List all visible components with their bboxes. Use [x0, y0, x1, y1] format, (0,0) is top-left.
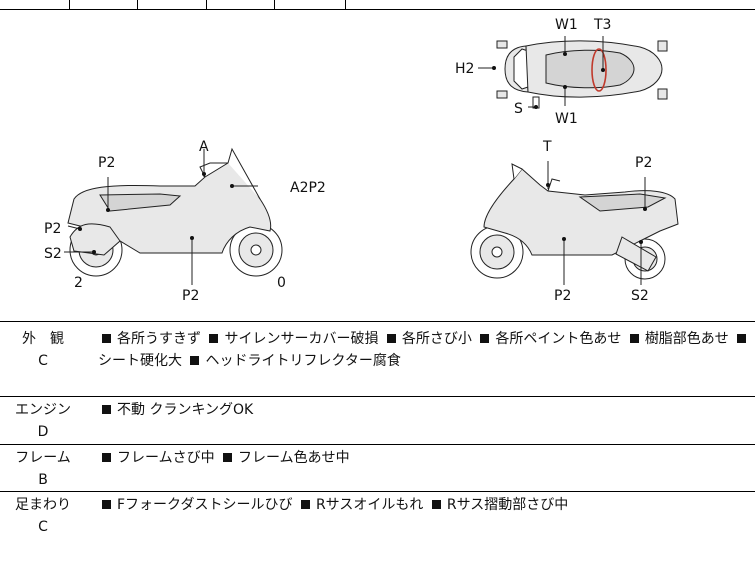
right-label-p2-bottom: P2 — [554, 288, 571, 304]
bullet-square-icon — [386, 334, 396, 343]
right-view-leaders — [563, 177, 646, 285]
muffler-left — [69, 223, 121, 256]
section-items: 各所うすきず サイレンサーカバー破損 各所さび小 各所ペイント色あせ 樹脂部色あ… — [98, 328, 750, 372]
header-cell — [138, 0, 207, 9]
bullet-square-icon — [629, 334, 639, 343]
section-category: 外 観 C — [0, 322, 86, 372]
seat-top — [545, 49, 635, 89]
left-label-a2p2: A2P2 — [290, 180, 326, 196]
section-items: 不動 クランキングOK — [98, 399, 750, 421]
category-grade: B — [38, 472, 48, 488]
section-items: Fフォークダストシールひび Rサスオイルもれ Rサス摺動部さび中 — [98, 494, 750, 516]
windshield-right — [511, 163, 523, 180]
category-grade: C — [38, 353, 48, 369]
bullet-square-icon — [102, 500, 111, 509]
right-label-t: T — [542, 139, 552, 155]
header-cell — [70, 0, 138, 9]
left-label-p2-rear: P2 — [44, 221, 61, 237]
left-label-0: 0 — [277, 275, 286, 291]
bullet-square-icon — [737, 334, 747, 343]
header-cell — [0, 0, 70, 9]
category-name: 足まわり — [15, 497, 71, 513]
bullet-square-icon — [300, 500, 310, 509]
tail-right — [657, 88, 668, 100]
handlebar-left — [199, 162, 228, 178]
top-label-t3: T3 — [593, 17, 611, 33]
bullet-square-icon — [102, 334, 111, 343]
top-label-s: S — [514, 101, 523, 117]
bullet-square-icon — [102, 405, 111, 414]
right-label-s2: S2 — [631, 288, 649, 304]
defect-item: 不動 クランキングOK — [98, 402, 253, 418]
body-left — [67, 162, 272, 254]
bullet-square-icon — [209, 334, 219, 343]
defect-item: フレームさび中 — [98, 450, 215, 466]
bullet-square-icon — [190, 356, 200, 365]
tank-mark — [591, 48, 607, 92]
header-cell — [275, 0, 346, 9]
category-grade: C — [38, 519, 48, 535]
section-exterior: 外 観 C 各所うすきず サイレンサーカバー破損 各所さび小 各所ペイント色あせ… — [0, 322, 755, 397]
defect-item: Fフォークダストシールひび — [98, 497, 293, 513]
left-label-p2-top: P2 — [98, 155, 115, 171]
damage-diagram: W1 T3 H2 S W1 — [0, 9, 755, 322]
category-name: エンジン — [15, 402, 71, 418]
section-frame: フレーム B フレームさび中 フレーム色あせ中 — [0, 445, 755, 492]
left-label-p2-bottom: P2 — [182, 288, 199, 304]
bullet-square-icon — [223, 453, 233, 462]
defect-item: ヘッドライトリフレクター腐食 — [186, 353, 401, 369]
left-label-a: A — [199, 139, 209, 155]
top-view-scooter — [496, 40, 668, 109]
top-label-h2: H2 — [455, 61, 474, 77]
defect-item: サイレンサーカバー破損 — [205, 331, 378, 347]
top-label-w1-a: W1 — [555, 17, 578, 33]
right-view-scooter — [470, 161, 679, 280]
section-items: フレームさび中 フレーム色あせ中 — [98, 447, 750, 469]
header-cell — [207, 0, 275, 9]
right-view-dots — [546, 183, 647, 244]
mirror-left — [496, 40, 508, 49]
top-view-leaders — [478, 36, 604, 108]
top-view-dots — [492, 52, 605, 109]
left-view-scooter — [67, 147, 283, 277]
section-category: 足まわり C — [0, 492, 86, 538]
defect-item: Rサス摺動部さび中 — [428, 497, 568, 513]
category-name: 外 観 — [22, 331, 64, 347]
left-label-2: 2 — [74, 275, 83, 291]
defect-item: シート硬化大 — [98, 353, 182, 369]
seat-right — [578, 193, 667, 212]
section-category: エンジン D — [0, 397, 86, 443]
swingarm-right — [615, 236, 657, 272]
handlebar-right — [547, 178, 561, 192]
defect-item: 各所さび小 — [383, 331, 472, 347]
section-category: フレーム B — [0, 445, 86, 491]
left-view-leaders — [64, 177, 258, 285]
left-view-dots — [78, 172, 234, 254]
header-table-strip — [0, 0, 755, 10]
right-label-p2-top: P2 — [635, 155, 652, 171]
defect-item: 各所うすきず — [98, 331, 201, 347]
scooter-diagram-svg: W1 T3 H2 S W1 — [44, 17, 679, 304]
body-right — [483, 168, 679, 256]
category-name: フレーム — [15, 450, 71, 466]
left-label-s2: S2 — [44, 246, 62, 262]
bullet-square-icon — [102, 453, 111, 462]
bullet-square-icon — [480, 334, 490, 343]
bullet-square-icon — [431, 500, 441, 509]
defect-item: Rサスオイルもれ — [297, 497, 423, 513]
section-engine: エンジン D 不動 クランキングOK — [0, 397, 755, 445]
top-label-w1-b: W1 — [555, 111, 578, 127]
section-suspension: 足まわり C Fフォークダストシールひび Rサスオイルもれ Rサス摺動部さび中 — [0, 492, 755, 561]
category-grade: D — [37, 424, 49, 440]
defect-item: 樹脂部色あせ — [626, 331, 729, 347]
tail-left — [657, 40, 668, 52]
defect-item: フレーム色あせ中 — [219, 450, 350, 466]
mirror-right — [496, 90, 508, 99]
defect-item: 各所ペイント色あせ — [476, 331, 621, 347]
